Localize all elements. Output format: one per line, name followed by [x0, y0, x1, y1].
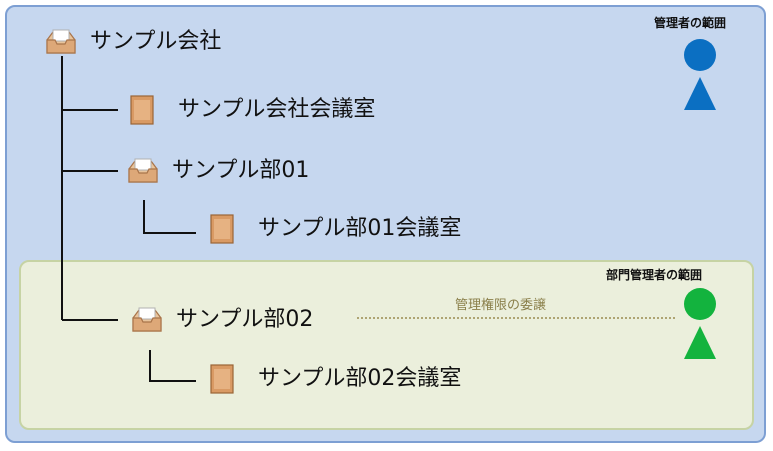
branch-dept01-room	[143, 200, 196, 234]
inbox-tray-icon	[44, 26, 78, 58]
dept-admin-scope-area	[19, 260, 754, 430]
delegation-label: 管理権限の委譲	[455, 298, 547, 313]
admin-person-icon	[684, 39, 716, 110]
inbox-tray-icon	[130, 304, 164, 336]
room-box-icon	[128, 94, 156, 126]
tree-node-dept02[interactable]: サンプル部02	[130, 304, 313, 336]
dept-admin-person-icon	[684, 288, 716, 359]
tree-node-company-room[interactable]: サンプル会社会議室	[128, 94, 375, 126]
tree-node-dept01-room[interactable]: サンプル部01会議室	[208, 213, 461, 245]
tree-node-dept02-room[interactable]: サンプル部02会議室	[208, 363, 461, 395]
company-room-label: サンプル会社会議室	[178, 97, 376, 122]
dept-admin-scope-label: 部門管理者の範囲	[606, 268, 703, 282]
dept01-label: サンプル部01	[172, 158, 310, 183]
branch-dept02-room	[149, 350, 196, 382]
tree-node-dept01[interactable]: サンプル部01	[126, 155, 309, 187]
dept02-label: サンプル部02	[176, 307, 314, 332]
dept01-room-label: サンプル部01会議室	[258, 216, 462, 241]
tree-node-company[interactable]: サンプル会社	[44, 26, 221, 58]
company-label: サンプル会社	[90, 29, 222, 54]
room-box-icon	[208, 363, 236, 395]
admin-scope-label: 管理者の範囲	[654, 16, 727, 30]
room-box-icon	[208, 213, 236, 245]
dept02-room-label: サンプル部02会議室	[258, 366, 462, 391]
inbox-tray-icon	[126, 155, 160, 187]
